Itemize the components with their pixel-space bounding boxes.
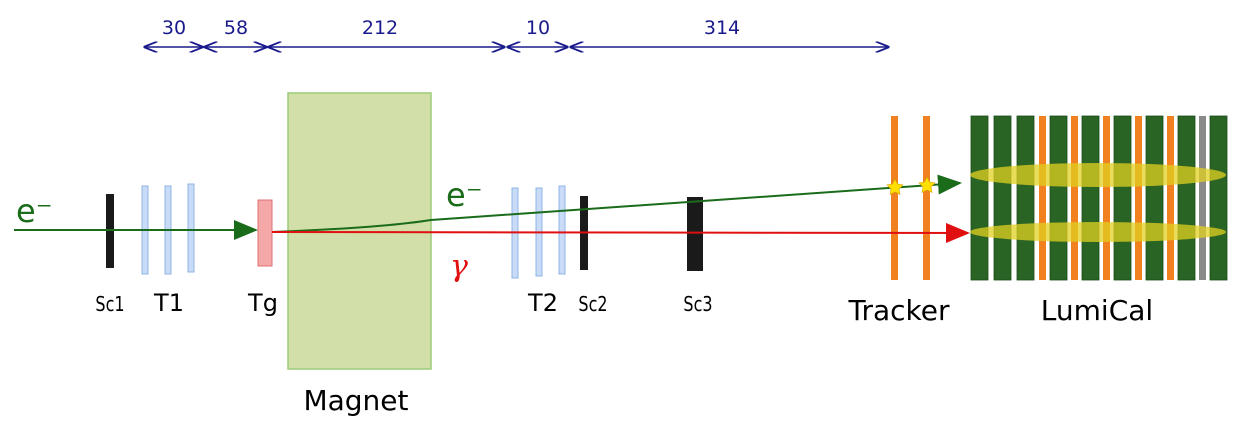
outgoing-electron-label: e⁻ xyxy=(446,176,483,214)
incoming-electron-label: e⁻ xyxy=(16,192,53,230)
lumical-label: LumiCal xyxy=(1041,294,1153,327)
lumical-absorber-layer xyxy=(1081,115,1100,281)
t2-label: T2 xyxy=(527,289,558,317)
lumical-sensor-layer xyxy=(1135,116,1142,280)
lumical-sensor-layer xyxy=(1039,116,1046,280)
photon-beam xyxy=(271,222,970,243)
lumical-sensor-layer xyxy=(1103,116,1110,280)
tracker-hit-star xyxy=(886,178,904,196)
telescope-t1-plane xyxy=(187,183,195,273)
lumical-sensor-layer xyxy=(1199,116,1206,280)
sc2-label: Sc2 xyxy=(578,293,607,316)
dimension-label-2: 58 xyxy=(224,17,248,39)
magnet-label: Magnet xyxy=(303,384,408,417)
dimension-row: 30 58 212 10 314 xyxy=(145,17,888,47)
lumical-absorber-layer xyxy=(1016,115,1035,281)
deflected-electron-track xyxy=(271,174,962,233)
lumical-absorber-layer xyxy=(1145,115,1164,281)
lumical-sensor-layer xyxy=(1167,116,1174,280)
tracker-plane xyxy=(891,116,898,280)
dimension-label-1: 30 xyxy=(162,17,186,39)
tracker-plane xyxy=(923,116,930,280)
dimension-label-5: 314 xyxy=(704,17,740,39)
telescope-t2-plane xyxy=(558,185,566,275)
lumical-absorber-layer xyxy=(1113,115,1132,281)
dimension-label-4: 10 xyxy=(526,17,550,39)
scintillator-sc3 xyxy=(687,197,703,271)
lumical-sensor-layer xyxy=(1071,116,1078,280)
tg-label: Tg xyxy=(247,289,278,317)
tracker-hit-star xyxy=(918,176,936,194)
lumical-absorber-layer xyxy=(1209,115,1228,281)
photon-shower-ellipse xyxy=(970,222,1226,242)
photon-label: γ xyxy=(450,249,468,284)
lumical-absorber-layer xyxy=(993,115,1012,281)
t1-label: T1 xyxy=(153,289,184,317)
lumical-absorber-layer xyxy=(1049,115,1068,281)
tracker-label: Tracker xyxy=(847,294,949,327)
sc1-label: Sc1 xyxy=(95,293,124,316)
target-tg xyxy=(257,199,273,267)
dimension-label-3: 212 xyxy=(362,17,398,39)
tracker xyxy=(891,116,930,280)
lumical-absorber-layer xyxy=(1177,115,1196,281)
lumical xyxy=(970,115,1228,281)
lumical-absorber-layer xyxy=(970,115,989,281)
tracker-hits xyxy=(886,176,936,196)
sc3-label: Sc3 xyxy=(683,293,712,316)
electron-shower-ellipse xyxy=(970,163,1226,187)
